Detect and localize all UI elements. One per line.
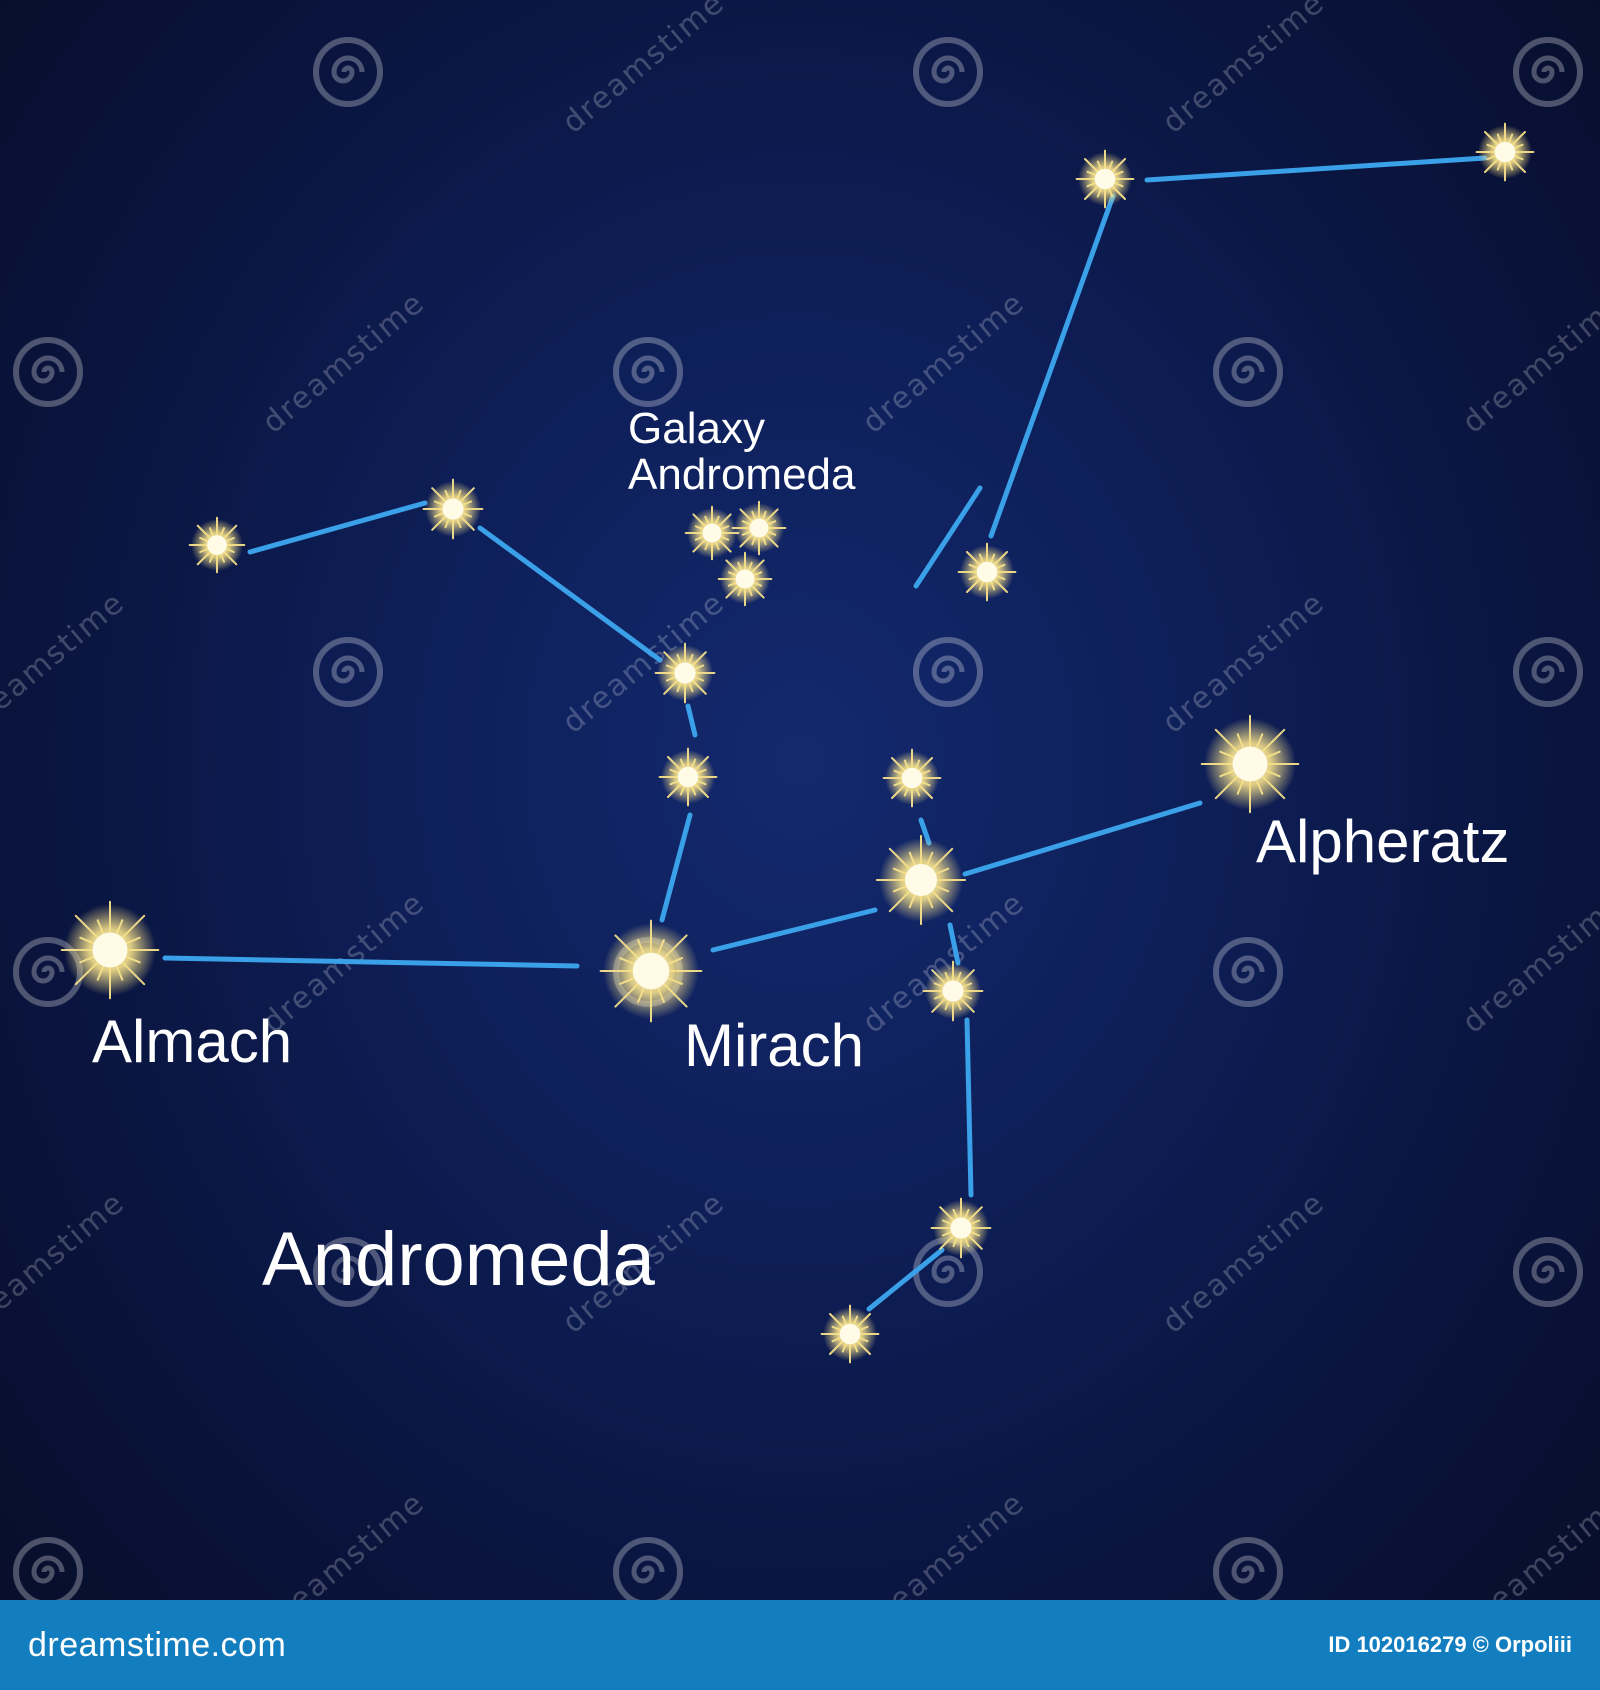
watermark-text: dreamstime <box>1156 585 1332 740</box>
constellation-line <box>659 812 693 923</box>
galaxy-star <box>731 500 787 556</box>
star <box>1075 149 1135 209</box>
constellation-line <box>866 1247 945 1312</box>
star <box>1475 122 1535 182</box>
stars <box>60 122 1535 1364</box>
constellation-line <box>477 525 663 663</box>
star <box>658 747 718 807</box>
spiral-logo-icon <box>1213 337 1283 407</box>
constellation-line <box>962 800 1203 877</box>
star <box>875 834 967 926</box>
star <box>820 1304 880 1364</box>
galaxy-label-line1: Galaxy <box>628 404 765 453</box>
spiral-logo-icon <box>913 637 983 707</box>
constellation-line <box>913 485 983 589</box>
spiral-logo-icon <box>313 637 383 707</box>
constellation-line <box>247 500 428 555</box>
watermark-text: dreamstime <box>256 285 432 440</box>
spiral-logo-icon <box>1513 37 1583 107</box>
watermark-text: dreamstime <box>856 285 1032 440</box>
spiral-logo-icon <box>913 37 983 107</box>
constellation-line <box>947 922 961 966</box>
almach-star <box>60 900 160 1000</box>
watermark-text: dreamstime <box>556 0 732 140</box>
constellation-line <box>964 1017 974 1198</box>
galaxy-star <box>684 505 740 561</box>
constellation-line <box>685 703 698 738</box>
footer-site: dreamstime.com <box>28 1625 287 1664</box>
spiral-logo-icon <box>313 1237 383 1307</box>
watermark-text: dreamstime <box>0 585 132 740</box>
star <box>422 478 484 540</box>
constellation-line <box>162 955 580 969</box>
star <box>188 516 246 574</box>
footer-credit: ID 102016279 © Orpoliii <box>1328 1632 1572 1657</box>
spiral-logo-icon <box>1213 937 1283 1007</box>
galaxy-label-line2: Andromeda <box>628 450 856 499</box>
constellation-line <box>1144 155 1488 183</box>
star <box>930 1197 992 1259</box>
constellation-lines <box>162 155 1488 1312</box>
footer-bar: dreamstime.com ID 102016279 © Orpoliii <box>0 1600 1600 1690</box>
spiral-logo-icon <box>613 1537 683 1600</box>
spiral-logo-icon <box>1513 637 1583 707</box>
spiral-logo-icon <box>313 37 383 107</box>
spiral-logo-icon <box>13 1537 83 1600</box>
watermark-text: dreamstime <box>1156 0 1332 140</box>
galaxy-label: Galaxy Andromeda <box>628 406 855 498</box>
spiral-logo-icon <box>1213 1537 1283 1600</box>
watermark-layer: dreamstime dreamstime dreamstime dreamstime… <box>0 0 1600 1600</box>
watermark-text: dreamstime <box>256 1485 432 1600</box>
alpheratz-star <box>1200 714 1300 814</box>
almach-label: Almach <box>92 1008 293 1075</box>
star <box>882 748 942 808</box>
sky-canvas: dreamstime dreamstime dreamstime dreamstime… <box>0 0 1600 1600</box>
watermark-text: dreamstime <box>0 1185 132 1340</box>
mirach-star <box>599 919 703 1023</box>
spiral-logo-icon <box>1513 1237 1583 1307</box>
watermark-text: dreamstime <box>1456 885 1600 1040</box>
star <box>654 642 716 704</box>
watermark-text: dreamstime <box>1456 285 1600 440</box>
alpheratz-label: Alpheratz <box>1256 808 1510 875</box>
star <box>922 960 984 1022</box>
constellation-line <box>988 193 1116 539</box>
galaxy-star <box>717 551 773 607</box>
spiral-logo-icon <box>613 337 683 407</box>
constellation-name: Andromeda <box>262 1217 655 1302</box>
watermark-text: dreamstime <box>1456 1485 1600 1600</box>
mirach-label: Mirach <box>684 1012 865 1079</box>
spiral-logo-icon <box>13 337 83 407</box>
watermark-text: dreamstime <box>856 1485 1032 1600</box>
watermark-text: dreamstime <box>1156 1185 1332 1340</box>
star <box>957 542 1017 602</box>
constellation-line <box>710 907 878 953</box>
